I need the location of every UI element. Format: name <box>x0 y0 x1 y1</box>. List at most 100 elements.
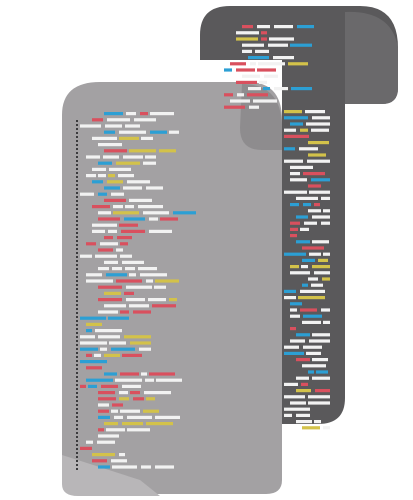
front-code-segment <box>122 353 142 357</box>
front-code-segment <box>130 391 140 395</box>
gutter-dot <box>76 316 78 318</box>
front-code-segment <box>104 291 121 295</box>
front-code-segment <box>86 174 96 178</box>
front-code-segment <box>98 434 119 438</box>
front-code-segment <box>141 465 151 469</box>
gutter-dot <box>76 368 78 370</box>
gutter-dot <box>76 156 78 158</box>
back-code-segment <box>290 271 310 275</box>
back-code-segment <box>290 314 300 318</box>
gutter-dot <box>76 140 78 142</box>
back-code-segment <box>300 227 309 231</box>
back-code-segment <box>323 320 330 324</box>
front-code-segment <box>126 298 145 302</box>
back-code-segment <box>306 351 321 355</box>
front-code-segment <box>80 192 94 196</box>
gutter-dot <box>76 340 78 342</box>
gutter-dot <box>76 324 78 326</box>
back-code-segment <box>290 234 297 238</box>
front-code-segment <box>125 205 134 209</box>
gutter-dot <box>76 332 78 334</box>
front-code-segment <box>108 174 115 178</box>
back-code-segment <box>311 178 330 182</box>
back-code-segment <box>247 93 268 97</box>
gutter-dot <box>76 204 78 206</box>
back-code-segment <box>230 99 250 103</box>
front-code-segment <box>149 217 158 221</box>
gutter-dot <box>76 236 78 238</box>
front-code-segment <box>119 130 146 134</box>
front-code-segment <box>92 459 107 463</box>
front-code-segment <box>120 310 129 314</box>
front-code-segment <box>104 372 117 376</box>
front-code-segment <box>88 384 97 388</box>
back-code-segment <box>242 49 252 53</box>
front-code-segment <box>129 304 149 308</box>
front-code-segment <box>98 310 118 314</box>
gutter-dot <box>76 420 78 422</box>
front-code-segment <box>124 291 134 295</box>
back-code-segment <box>236 37 258 41</box>
back-code-segment <box>290 172 300 176</box>
back-code-segment <box>290 178 307 182</box>
front-code-segment <box>122 422 143 426</box>
front-code-segment <box>104 112 123 116</box>
back-code-segment <box>253 99 277 103</box>
gutter-dot <box>76 396 78 398</box>
back-code-segment <box>258 62 285 66</box>
front-code-segment <box>127 180 150 184</box>
gutter-dot <box>76 448 78 450</box>
gutter-dot <box>76 468 78 470</box>
front-code-segment <box>101 384 118 388</box>
gutter-dot <box>76 248 78 250</box>
front-code-segment <box>104 198 126 202</box>
back-code-segment <box>290 203 299 207</box>
back-code-segment <box>284 116 308 120</box>
front-code-segment <box>98 415 110 419</box>
back-code-segment <box>248 56 269 60</box>
back-code-segment <box>236 80 257 84</box>
back-code-segment <box>237 93 244 97</box>
back-code-segment <box>269 37 294 41</box>
front-code-segment <box>120 254 132 258</box>
back-code-segment <box>301 265 308 269</box>
front-code-segment <box>86 279 113 283</box>
back-code-segment <box>296 358 310 362</box>
front-code-segment <box>111 192 124 196</box>
back-code-segment <box>322 277 330 281</box>
front-code-segment <box>127 415 152 419</box>
front-code-segment <box>104 304 126 308</box>
back-code-segment <box>304 221 317 225</box>
back-code-segment <box>318 258 328 262</box>
back-code-segment <box>290 227 298 231</box>
front-code-segment <box>140 273 167 277</box>
front-code-segment <box>119 391 128 395</box>
front-code-segment <box>112 267 122 271</box>
back-scroll-sheet <box>200 6 398 424</box>
gutter-dot <box>76 168 78 170</box>
back-code-segment <box>284 190 307 194</box>
code-lines <box>76 25 330 470</box>
front-code-segment <box>98 465 110 469</box>
front-code-segment <box>123 186 142 190</box>
front-code-segment <box>143 211 169 215</box>
back-code-segment <box>284 382 298 386</box>
front-code-segment <box>80 384 86 388</box>
front-code-segment <box>112 465 137 469</box>
back-code-segment <box>296 413 310 417</box>
back-code-segment <box>314 271 330 275</box>
gutter-dot <box>76 144 78 146</box>
gutter-dot <box>76 372 78 374</box>
back-code-segment <box>248 87 261 91</box>
gutter-dot <box>76 404 78 406</box>
back-code-segment <box>316 370 328 374</box>
front-code-segment <box>120 242 128 246</box>
back-code-segment <box>321 221 330 225</box>
front-code-segment <box>100 347 107 351</box>
front-scroll <box>62 82 282 496</box>
gutter-dot <box>76 348 78 350</box>
back-code-segment <box>284 128 296 132</box>
back-code-segment <box>301 382 308 386</box>
front-code-segment <box>80 316 106 320</box>
back-code-segment <box>257 25 270 29</box>
